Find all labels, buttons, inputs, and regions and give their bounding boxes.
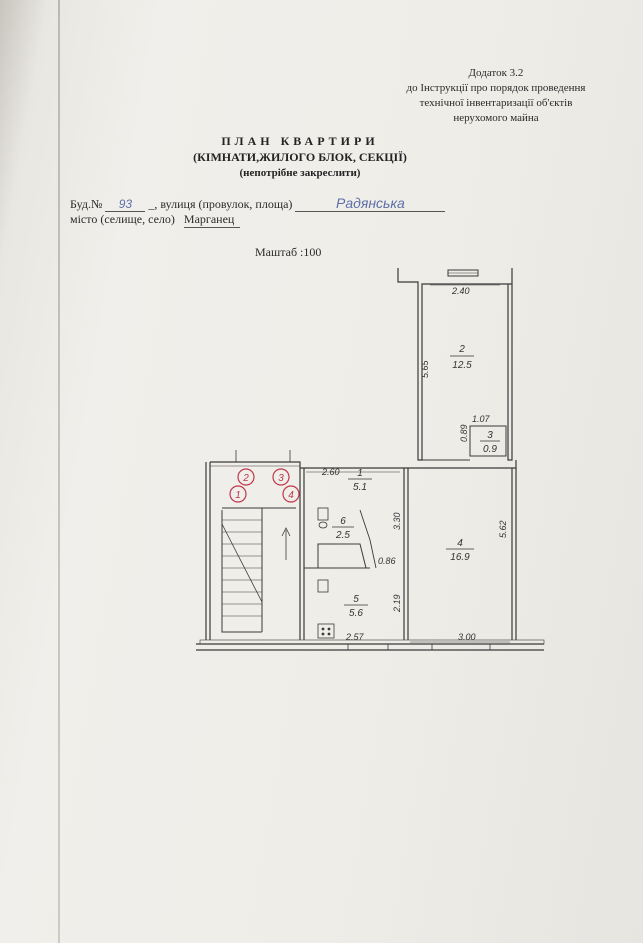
dim-room2-length: 5.65 [420, 359, 430, 378]
street-name: Радянська [295, 195, 446, 212]
stamp-circle-1 [229, 485, 247, 503]
room-4-area: 16.9 [450, 552, 470, 563]
street-label: _, вулиця (провулок, площа) [148, 197, 293, 211]
room-5-number: 5 [353, 594, 359, 605]
address-line-1: Буд.№ 93 _, вулиця (провулок, площа) Рад… [70, 195, 446, 212]
room-1-area: 5.1 [353, 482, 367, 493]
dim-room3-height: 0.89 [459, 424, 469, 442]
stair-mark-2: 2 [242, 473, 249, 484]
room-3-number: 3 [487, 430, 493, 441]
dim-bath-length: 3.30 [392, 512, 402, 530]
room-2-area: 12.5 [452, 360, 472, 371]
dim-kitchen-length: 2.19 [392, 594, 402, 613]
room-4-number: 4 [457, 538, 463, 549]
appendix-line-2: до Інструкції про порядок проведення [406, 82, 586, 94]
title-main: ПЛАН КВАРТИРИ [221, 134, 379, 148]
appendix-line-1: Додаток 3.2 [468, 67, 524, 79]
room-6-number: 6 [340, 516, 346, 527]
address-line-2: місто (селище, село) Марганец [70, 212, 240, 228]
room-5-area: 5.6 [349, 608, 363, 619]
room-3-area: 0.9 [483, 444, 497, 455]
title-note: (непотрібне закреслити) [239, 167, 361, 179]
scale-label: Маштаб :100 [255, 245, 322, 259]
room-2-number: 2 [458, 344, 465, 355]
stamp-circle-4 [282, 485, 300, 503]
page-fold [58, 0, 60, 943]
stair-mark-3: 3 [278, 473, 284, 484]
stair-mark-4: 4 [288, 490, 294, 501]
stamp-circle-3 [272, 468, 290, 486]
title-sub: (КІМНАТИ,ЖИЛОГО БЛОК, СЕКЦІЇ) [193, 150, 407, 164]
dim-room2-width: 2.40 [451, 286, 470, 296]
appendix-line-4: нерухомого майна [453, 112, 539, 124]
room-1-number: 1 [357, 468, 363, 479]
dim-room4-width: 3.00 [458, 632, 476, 642]
dim-bath-width: 0.86 [378, 556, 396, 566]
city-label: місто (селище, село) [70, 212, 175, 226]
stair-mark-1: 1 [235, 490, 241, 501]
dim-room4-length: 5.62 [498, 520, 508, 538]
stamp-circle-2 [237, 468, 255, 486]
dim-kitchen-width: 2.57 [345, 632, 365, 642]
appendix-line-3: технічної інвентаризації об'єктів [419, 97, 573, 109]
appendix-note: Додаток 3.2 до Інструкції про порядок пр… [356, 66, 636, 126]
room-6-area: 2.5 [335, 530, 350, 541]
dim-room3-width: 1.07 [472, 414, 491, 424]
city-name: Марганец [183, 212, 240, 228]
building-label: Буд.№ [70, 197, 103, 211]
document-title: ПЛАН КВАРТИРИ (КІМНАТИ,ЖИЛОГО БЛОК, СЕКЦ… [120, 133, 480, 181]
dim-hall-width: 2.60 [321, 467, 340, 477]
building-number: 93 [105, 197, 146, 212]
